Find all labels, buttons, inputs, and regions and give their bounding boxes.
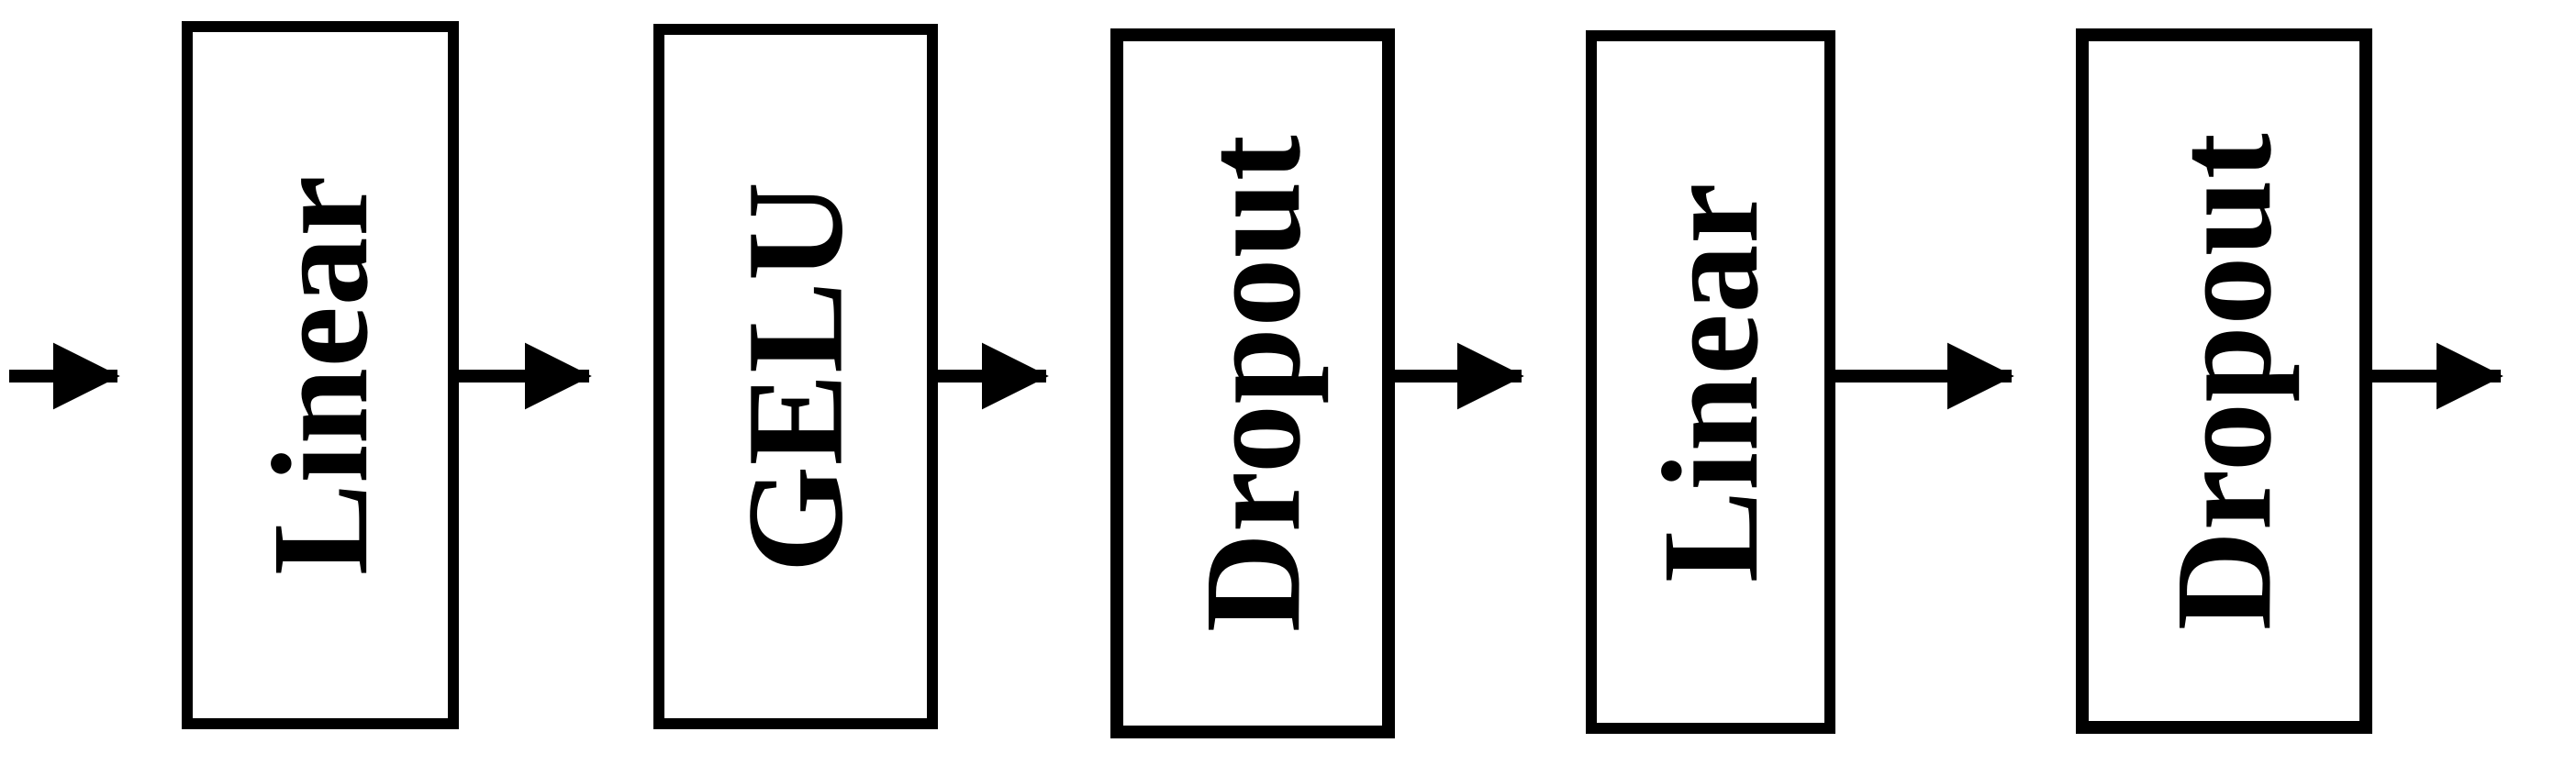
node-box-gelu[interactable]: GELU <box>653 24 938 729</box>
node-label: GELU <box>719 180 873 573</box>
node-box-dropout[interactable]: Dropout <box>2076 28 2372 734</box>
node-label: Dropout <box>1176 134 1329 633</box>
node-label: Linear <box>1634 182 1787 582</box>
node-label: Linear <box>244 174 396 576</box>
node-box-dropout[interactable]: Dropout <box>1110 28 1395 738</box>
node-box-linear[interactable]: Linear <box>182 21 459 729</box>
node-box-linear[interactable]: Linear <box>1586 30 1835 734</box>
node-label: Dropout <box>2147 132 2301 630</box>
